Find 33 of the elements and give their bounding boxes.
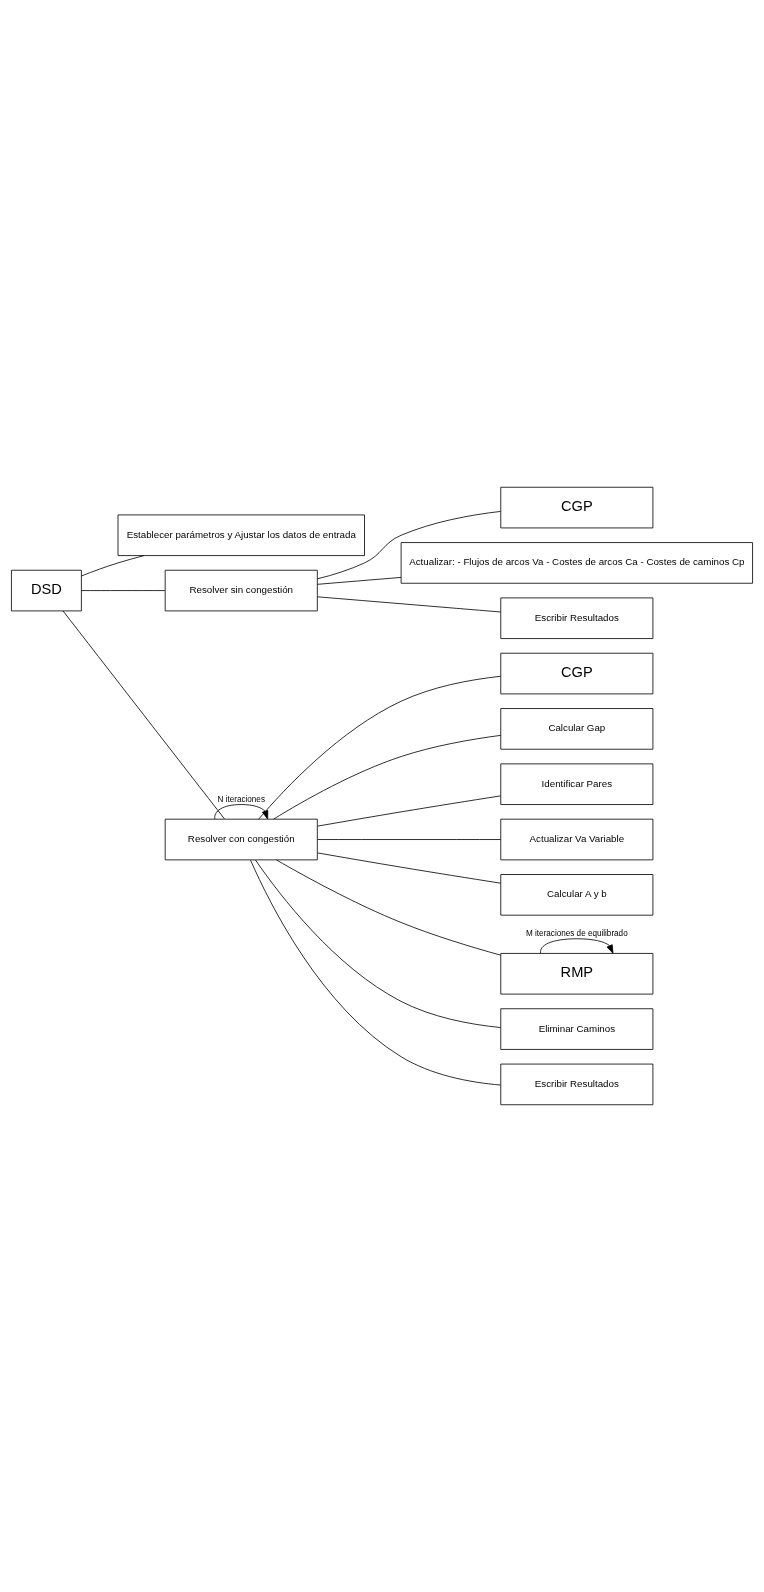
connector [317, 852, 502, 884]
connector [255, 859, 502, 1028]
node-box: Escribir Resultados [500, 597, 654, 639]
connector [81, 555, 145, 577]
node-box: Eliminar Caminos [500, 1008, 654, 1050]
node-box: RMP [500, 953, 654, 995]
node-box: Resolver con congestión [164, 818, 318, 861]
connector [62, 610, 225, 820]
connector [250, 859, 501, 1086]
connector [317, 596, 502, 613]
connector [258, 675, 501, 820]
node-box: Actualizar: - Flujos de arcos Va - Costes de arcos Ca - Costes de caminos Cp [400, 542, 753, 584]
node-box: Establecer parámetros y Ajustar los datos de entrada [117, 514, 365, 556]
node-box: Calcular Gap [500, 708, 654, 750]
arrow [540, 938, 614, 954]
node-box: Identificar Pares [500, 763, 654, 805]
node-box: Escribir Resultados [500, 1063, 654, 1106]
connector [81, 590, 166, 591]
node-box: DSD [11, 569, 82, 612]
connector [276, 859, 502, 956]
edge-label: N iteraciones [217, 795, 265, 805]
connector [317, 511, 502, 580]
connector [317, 795, 502, 827]
node-box: CGP [500, 486, 654, 529]
node-box: Actualizar Va Variable [500, 818, 654, 861]
connector [317, 577, 402, 585]
edge-label: M iteraciones de equilibrado [526, 929, 628, 939]
connector [317, 839, 502, 840]
node-box: Calcular A y b [500, 874, 654, 916]
connector [273, 734, 502, 820]
node-box: Resolver sin congestión [164, 569, 318, 612]
arrow [214, 804, 269, 820]
node-box: CGP [500, 652, 654, 695]
